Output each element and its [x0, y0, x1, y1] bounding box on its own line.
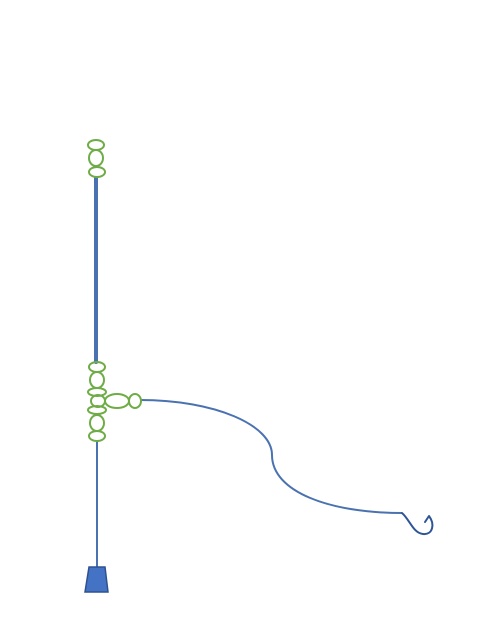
swivel-side-body [104, 393, 130, 409]
swivel-body [88, 149, 104, 167]
hook [401, 512, 434, 536]
top-swivel [87, 139, 106, 178]
swivel-ring [88, 166, 106, 178]
three-way-swivel [87, 361, 142, 442]
swivel-side-ring [128, 393, 142, 409]
swivel-ring [87, 139, 105, 151]
swivel-body [89, 414, 105, 432]
sinker [84, 566, 109, 593]
swivel-body [89, 371, 105, 389]
leader-line [139, 399, 403, 514]
swivel-ring [88, 430, 106, 442]
